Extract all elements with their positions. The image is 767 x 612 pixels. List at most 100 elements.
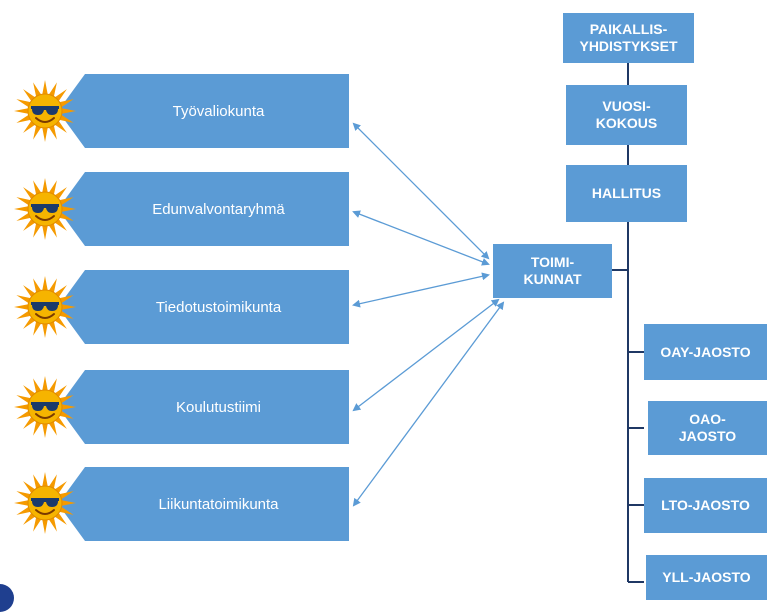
sun-ray <box>14 304 29 310</box>
committee-koulutustiimi: Koulutustiimi <box>58 370 349 444</box>
sun-ray <box>48 180 57 195</box>
sun-ray <box>42 423 48 438</box>
box-hallitus: HALLITUS <box>566 165 687 222</box>
box-oay-jaosto: OAY-JAOSTO <box>644 324 767 380</box>
sun-ray <box>42 376 48 391</box>
sun-ray <box>16 410 31 419</box>
box-label: TOIMI- KUNNAT <box>523 254 582 287</box>
sun-ray <box>14 404 29 410</box>
committee-label: Edunvalvontaryhmä <box>152 200 285 218</box>
committee-label: Liikuntatoimikunta <box>158 495 279 513</box>
sun-with-sunglasses-icon <box>14 376 76 438</box>
box-vuosikokous: VUOSI- KOKOUS <box>566 85 687 145</box>
box-label: VUOSI- KOKOUS <box>595 98 658 131</box>
sun-ray <box>16 295 31 304</box>
sun-ray <box>33 517 42 532</box>
sun-ray <box>33 278 42 293</box>
box-label: YLL-JAOSTO <box>662 569 751 585</box>
sun-ray <box>48 321 57 336</box>
sun-ray <box>48 125 57 140</box>
sun-ray <box>33 378 42 393</box>
sun-ray <box>55 285 67 297</box>
committee-tiedotustoimikunta: Tiedotustoimikunta <box>58 270 349 344</box>
sun-ray <box>59 197 74 206</box>
sun-ray <box>23 285 35 297</box>
sun-with-sunglasses-icon <box>14 472 76 534</box>
sun-ray <box>16 395 31 404</box>
sun-ray <box>42 323 48 338</box>
sun-ray <box>33 180 42 195</box>
sun-ray <box>33 321 42 336</box>
sun-ray <box>55 385 67 397</box>
sun-ray <box>33 125 42 140</box>
sun-ray <box>55 317 67 329</box>
sun-ray <box>48 517 57 532</box>
committee-label: Työvaliokunta <box>172 102 265 120</box>
sun-ray <box>42 276 48 291</box>
box-label: OAY-JAOSTO <box>660 343 751 360</box>
sun-ray <box>42 225 48 240</box>
sun-ray <box>23 417 35 429</box>
sun-ray <box>61 404 76 410</box>
arrow <box>352 272 490 308</box>
sun-ray <box>42 519 48 534</box>
sun-ray <box>59 114 74 123</box>
arrow <box>352 210 490 266</box>
committee-liikuntatoimikunta: Liikuntatoimikunta <box>58 467 349 541</box>
box-yll-jaosto: YLL-JAOSTO <box>646 555 767 600</box>
arrow <box>352 301 505 507</box>
box-lto-jaosto: LTO-JAOSTO <box>644 478 767 533</box>
sun-ray <box>48 278 57 293</box>
sun-ray <box>59 310 74 319</box>
sun-ray <box>61 108 76 114</box>
sun-ray <box>55 219 67 231</box>
sun-with-sunglasses-icon <box>14 80 76 142</box>
sun-ray <box>14 108 29 114</box>
sun-ray <box>33 474 42 489</box>
sun-with-sunglasses-icon <box>14 178 76 240</box>
committee-label: Koulutustiimi <box>175 398 262 416</box>
sun-ray <box>48 474 57 489</box>
sun-ray <box>23 121 35 133</box>
box-toimikunnat: TOIMI- KUNNAT <box>493 244 612 298</box>
committee-tyovaliokunta: Työvaliokunta <box>58 74 349 148</box>
sun-ray <box>23 89 35 101</box>
sun-ray <box>23 513 35 525</box>
sun-ray <box>23 385 35 397</box>
sun-ray <box>61 304 76 310</box>
sun-ray <box>48 421 57 436</box>
sun-ray <box>55 513 67 525</box>
committee-label: Tiedotustoimikunta <box>155 298 282 316</box>
sun-ray <box>14 206 29 212</box>
sun-ray <box>61 206 76 212</box>
sun-ray <box>59 395 74 404</box>
sun-ray <box>59 491 74 500</box>
sun-ray <box>59 212 74 221</box>
sun-ray <box>59 99 74 108</box>
sun-ray <box>16 491 31 500</box>
box-label: OAO- JAOSTO <box>678 411 737 444</box>
sun-ray <box>55 481 67 493</box>
box-label: LTO-JAOSTO <box>661 497 750 513</box>
sun-ray <box>61 500 76 506</box>
sun-ray <box>59 295 74 304</box>
sun-ray <box>23 187 35 199</box>
sun-ray <box>33 223 42 238</box>
sun-ray <box>42 178 48 193</box>
sun-ray <box>23 317 35 329</box>
sun-ray <box>48 378 57 393</box>
sun-ray <box>16 197 31 206</box>
arrow <box>352 298 500 412</box>
box-oao-jaosto: OAO- JAOSTO <box>648 401 767 455</box>
sun-ray <box>16 114 31 123</box>
sun-ray <box>55 89 67 101</box>
sun-ray <box>42 472 48 487</box>
sun-ray <box>55 417 67 429</box>
sun-ray <box>59 410 74 419</box>
sun-ray <box>16 310 31 319</box>
sun-ray <box>33 82 42 97</box>
box-label: PAIKALLIS- YHDISTYKSET <box>579 21 678 54</box>
sun-ray <box>23 219 35 231</box>
sun-ray <box>42 127 48 142</box>
